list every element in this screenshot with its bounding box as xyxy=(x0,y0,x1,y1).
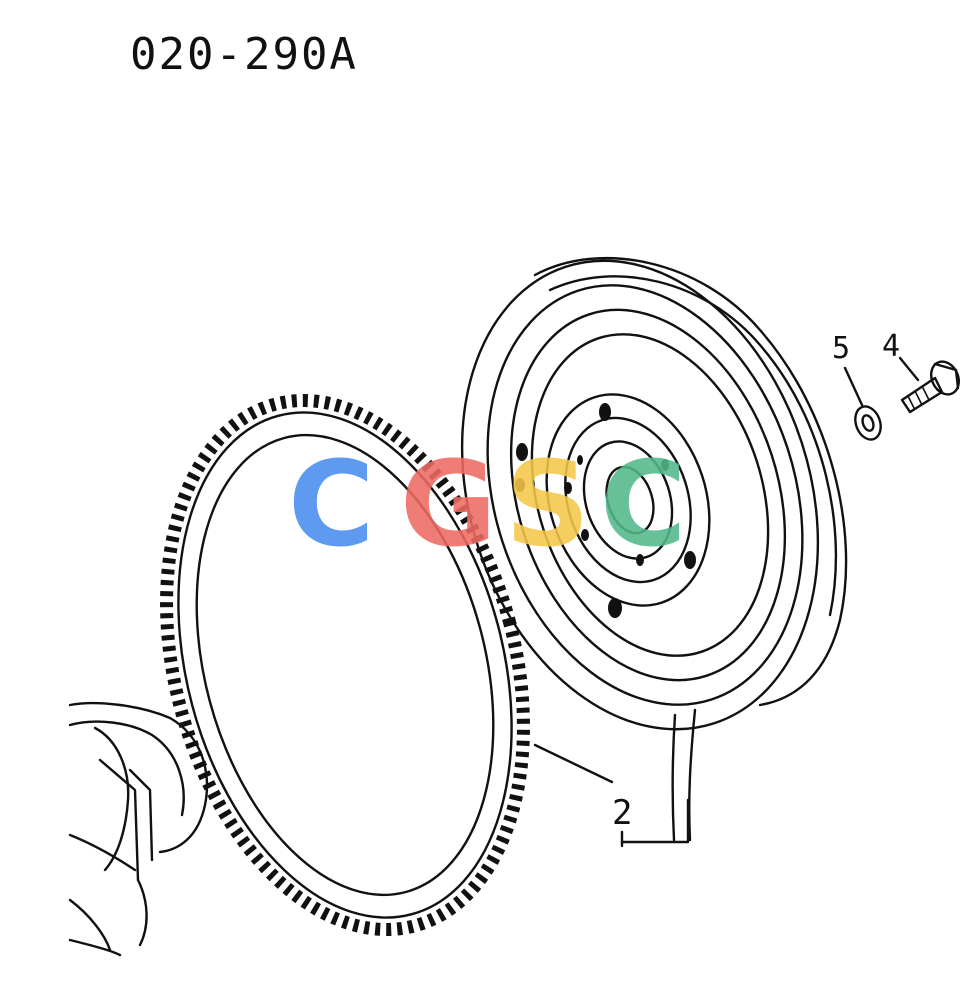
callout-4: 4 xyxy=(882,329,900,364)
watermark-letter-g: G xyxy=(400,435,497,573)
ring-gear xyxy=(160,394,530,936)
callout-5: 5 xyxy=(832,331,850,366)
bolt xyxy=(900,360,960,414)
watermark-letter-c1: C xyxy=(288,435,375,573)
watermark-letter-c2: C xyxy=(600,435,687,573)
washer xyxy=(854,405,882,441)
callout-2: 2 xyxy=(612,793,632,833)
flywheel xyxy=(460,257,848,842)
leader-lines xyxy=(533,356,920,848)
watermark-logo: C G S C xyxy=(288,435,687,573)
diagram-code: 020-290A xyxy=(130,29,358,80)
crankshaft-end xyxy=(68,701,209,957)
watermark-letter-s: S xyxy=(505,435,590,573)
